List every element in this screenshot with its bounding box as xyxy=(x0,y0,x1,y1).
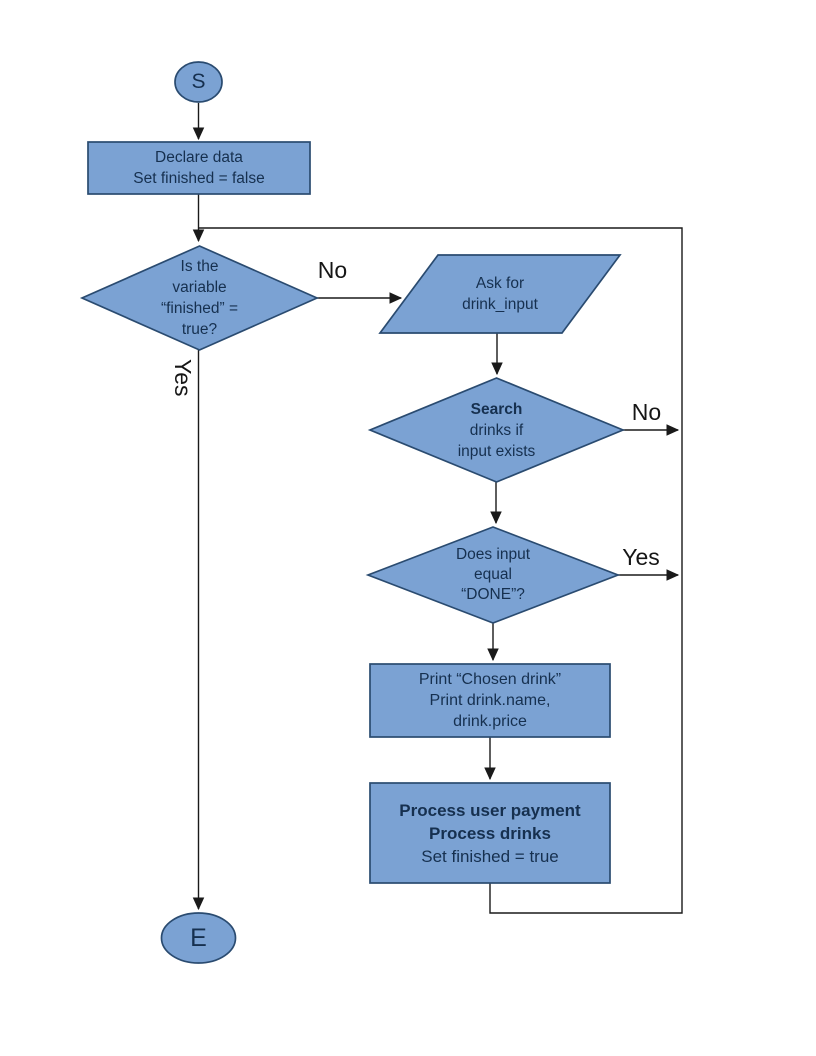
process-payment-shape xyxy=(369,782,611,884)
ask-input-io-shape xyxy=(378,254,622,334)
declare-process-shape xyxy=(87,141,311,195)
done-check-decision-shape xyxy=(365,526,621,624)
print-process-shape xyxy=(369,663,611,738)
loop-back-connector xyxy=(198,227,683,914)
end-terminator-shape xyxy=(160,912,237,964)
search-decision-shape xyxy=(367,377,626,483)
start-terminator-shape xyxy=(174,61,223,103)
finished-check-decision-shape xyxy=(79,245,320,351)
